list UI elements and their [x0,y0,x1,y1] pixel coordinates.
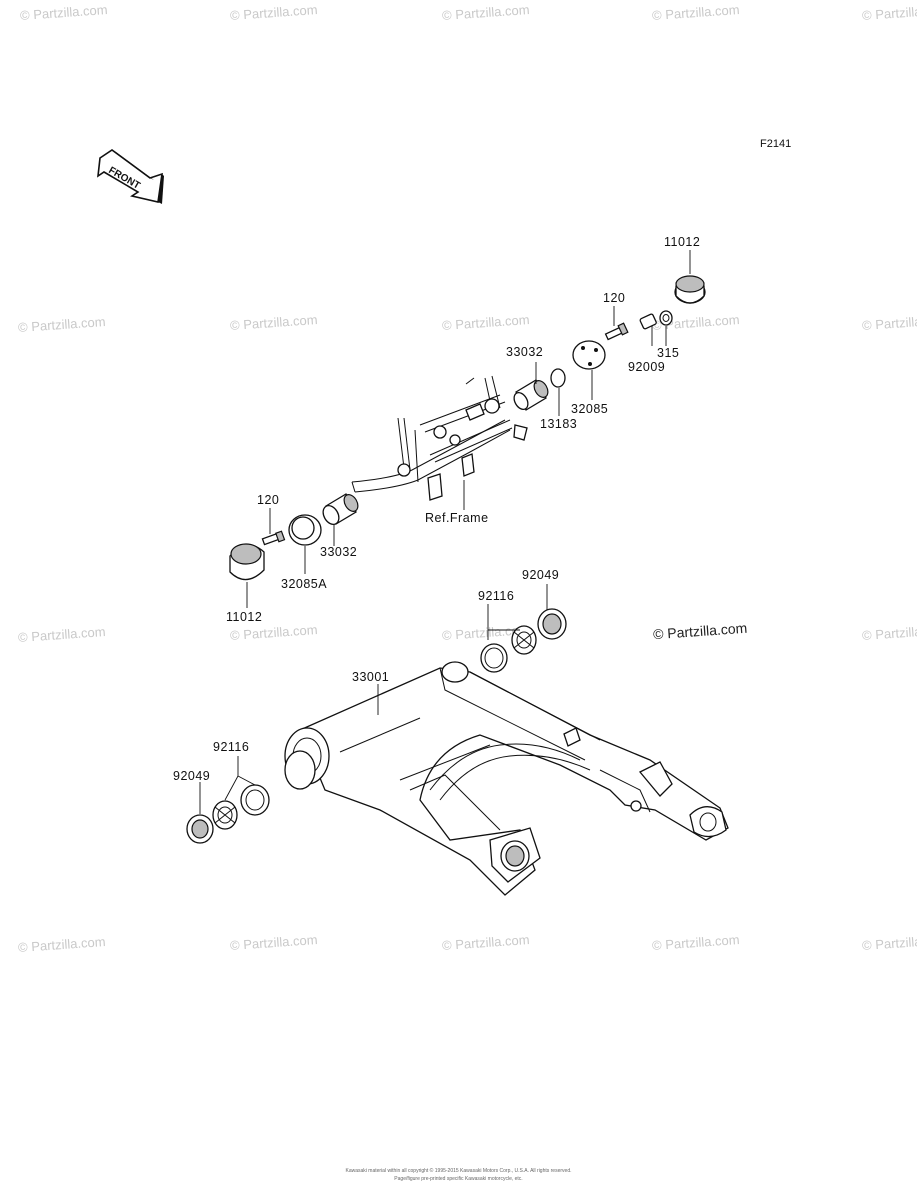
callout-ref-frame: Ref.Frame [425,511,489,525]
callout-92049: 92049 [173,769,211,783]
leader-lines [199,250,691,814]
collar-13183 [550,368,566,388]
bolt-120-right [604,322,629,341]
cap-11012-right [674,275,706,304]
callout-32085: 32085 [571,402,609,416]
callout-120: 120 [257,493,280,507]
swingarm-33001 [284,661,729,896]
bolt-120-left [261,530,286,546]
plate-32085 [572,340,606,370]
nut-315 [659,310,673,326]
collar-33032-left [322,493,359,525]
callout-33001: 33001 [352,670,390,684]
copyright-line-2: Page/figure pre-printed specific Kawasak… [394,1176,523,1182]
collar-33032-right [513,379,549,411]
bearing-92116-lower-a [212,800,238,830]
copyright-line-1: Kawasaki material within all copyright ©… [345,1168,572,1174]
seal-92049-lower [186,814,214,844]
figure-code: F2141 [760,138,792,150]
callout-32085A: 32085A [281,577,328,591]
plate-32085A [288,514,322,546]
callout-92116: 92116 [213,740,250,754]
callout-33032: 33032 [506,345,544,359]
cap-11012-left [229,543,265,581]
callout-33032: 33032 [320,545,358,559]
bearing-92116-upper-b [480,643,508,673]
bearing-92116-lower-b [240,784,270,816]
callout-11012: 11012 [226,610,263,624]
front-arrow-icon: FRONT [97,149,164,204]
callout-92116: 92116 [478,589,515,603]
callout-120: 120 [603,291,626,305]
callout-92049: 92049 [522,568,560,582]
callout-92009: 92009 [628,360,666,374]
callout-13183: 13183 [540,417,578,431]
seal-92049-upper [537,608,567,640]
bearing-92116-upper-a [511,625,537,655]
bolt-92009 [639,313,657,330]
callout-315: 315 [657,346,680,360]
callout-11012: 11012 [664,235,701,249]
frame-reference [351,375,528,501]
